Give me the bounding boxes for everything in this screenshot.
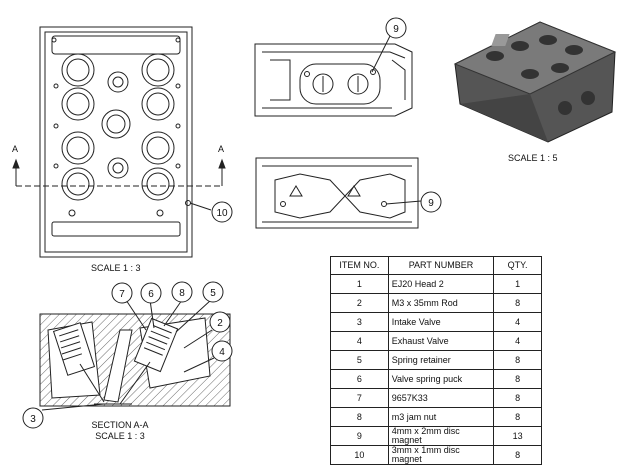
bom-part: Exhaust Valve (387, 331, 495, 351)
svg-text:9: 9 (428, 198, 434, 209)
bom-row: 8 m3 jam nut 8 (330, 407, 542, 427)
balloon: 10 (211, 201, 233, 223)
bom-qty: 8 (493, 445, 542, 465)
rear-view (255, 157, 422, 229)
section-marker-left: A (12, 144, 18, 154)
svg-text:3: 3 (30, 414, 36, 425)
bom-item: 3 (330, 312, 389, 332)
balloon: 4 (211, 340, 233, 362)
bom-part: 4mm x 2mm disc magnet (387, 426, 495, 446)
isometric-view (453, 21, 617, 143)
balloon: 8 (171, 281, 193, 303)
top-view-port (61, 167, 95, 201)
bom-row: 2 M3 x 35mm Rod 8 (330, 293, 542, 313)
bom-qty: 8 (493, 293, 542, 313)
top-view-port (61, 87, 95, 121)
svg-text:9: 9 (393, 24, 399, 35)
bom-header-item: ITEM NO. (330, 256, 389, 275)
bom-row: 5 Spring retainer 8 (330, 350, 542, 370)
bom-item: 5 (330, 350, 389, 370)
bill-of-materials: ITEM NO. PART NUMBER QTY. 1 EJ20 Head 2 … (330, 256, 542, 465)
bom-qty: 8 (493, 407, 542, 427)
bom-item: 6 (330, 369, 389, 389)
front-view (254, 35, 413, 117)
bom-qty: 8 (493, 350, 542, 370)
bom-part: Spring retainer (387, 350, 495, 370)
balloon: 7 (111, 282, 133, 304)
bom-qty: 13 (493, 426, 542, 446)
bom-part: Valve spring puck (387, 369, 495, 389)
bom-header-qty: QTY. (493, 256, 542, 275)
section-scale: SCALE 1 : 3 (95, 431, 145, 441)
bom-qty: 8 (493, 369, 542, 389)
bom-item: 7 (330, 388, 389, 408)
bom-item: 10 (330, 445, 389, 465)
bom-qty: 1 (493, 274, 542, 294)
bom-part: 3mm x 1mm disc magnet (387, 445, 495, 465)
bom-item: 8 (330, 407, 389, 427)
bom-item: 1 (330, 274, 389, 294)
svg-text:4: 4 (219, 347, 225, 358)
bom-part: M3 x 35mm Rod (387, 293, 495, 313)
section-title: SECTION A-A (91, 420, 148, 430)
bom-row: 6 Valve spring puck 8 (330, 369, 542, 389)
bom-part: Intake Valve (387, 312, 495, 332)
bom-part: EJ20 Head 2 (387, 274, 495, 294)
bom-row: 1 EJ20 Head 2 1 (330, 274, 542, 294)
svg-text:7: 7 (119, 289, 125, 300)
balloon: 9 (420, 191, 442, 213)
top-view-port (141, 53, 175, 87)
bom-qty: 4 (493, 312, 542, 332)
section-marker-right: A (218, 144, 224, 154)
top-view-port (141, 131, 175, 165)
bom-part: m3 jam nut (387, 407, 495, 427)
bom-item: 9 (330, 426, 389, 446)
top-view-port (141, 167, 175, 201)
balloon: 5 (202, 281, 224, 303)
bom-row: 7 9657K33 8 (330, 388, 542, 408)
bom-item: 2 (330, 293, 389, 313)
isometric-view-scale: SCALE 1 : 5 (508, 153, 558, 163)
bom-qty: 4 (493, 331, 542, 351)
svg-text:2: 2 (217, 318, 223, 329)
svg-text:8: 8 (179, 288, 185, 299)
top-view-port (61, 53, 95, 87)
balloon: 6 (140, 282, 162, 304)
top-view (12, 26, 226, 258)
bom-item: 4 (330, 331, 389, 351)
top-view-port (141, 87, 175, 121)
bom-row: 3 Intake Valve 4 (330, 312, 542, 332)
bom-header-row: ITEM NO. PART NUMBER QTY. (330, 256, 542, 275)
svg-text:5: 5 (210, 288, 216, 299)
section-view (39, 299, 231, 411)
bom-header-part: PART NUMBER (387, 256, 495, 275)
svg-text:6: 6 (148, 289, 154, 300)
top-view-scale: SCALE 1 : 3 (91, 263, 141, 273)
balloon: 3 (22, 407, 44, 429)
top-view-port (61, 131, 95, 165)
bom-qty: 8 (493, 388, 542, 408)
bom-row: 10 3mm x 1mm disc magnet 8 (330, 445, 542, 465)
bom-row: 4 Exhaust Valve 4 (330, 331, 542, 351)
balloon: 2 (209, 311, 231, 333)
bom-part: 9657K33 (387, 388, 495, 408)
svg-text:10: 10 (216, 208, 228, 219)
balloon: 9 (385, 17, 407, 39)
bom-row: 9 4mm x 2mm disc magnet 13 (330, 426, 542, 446)
